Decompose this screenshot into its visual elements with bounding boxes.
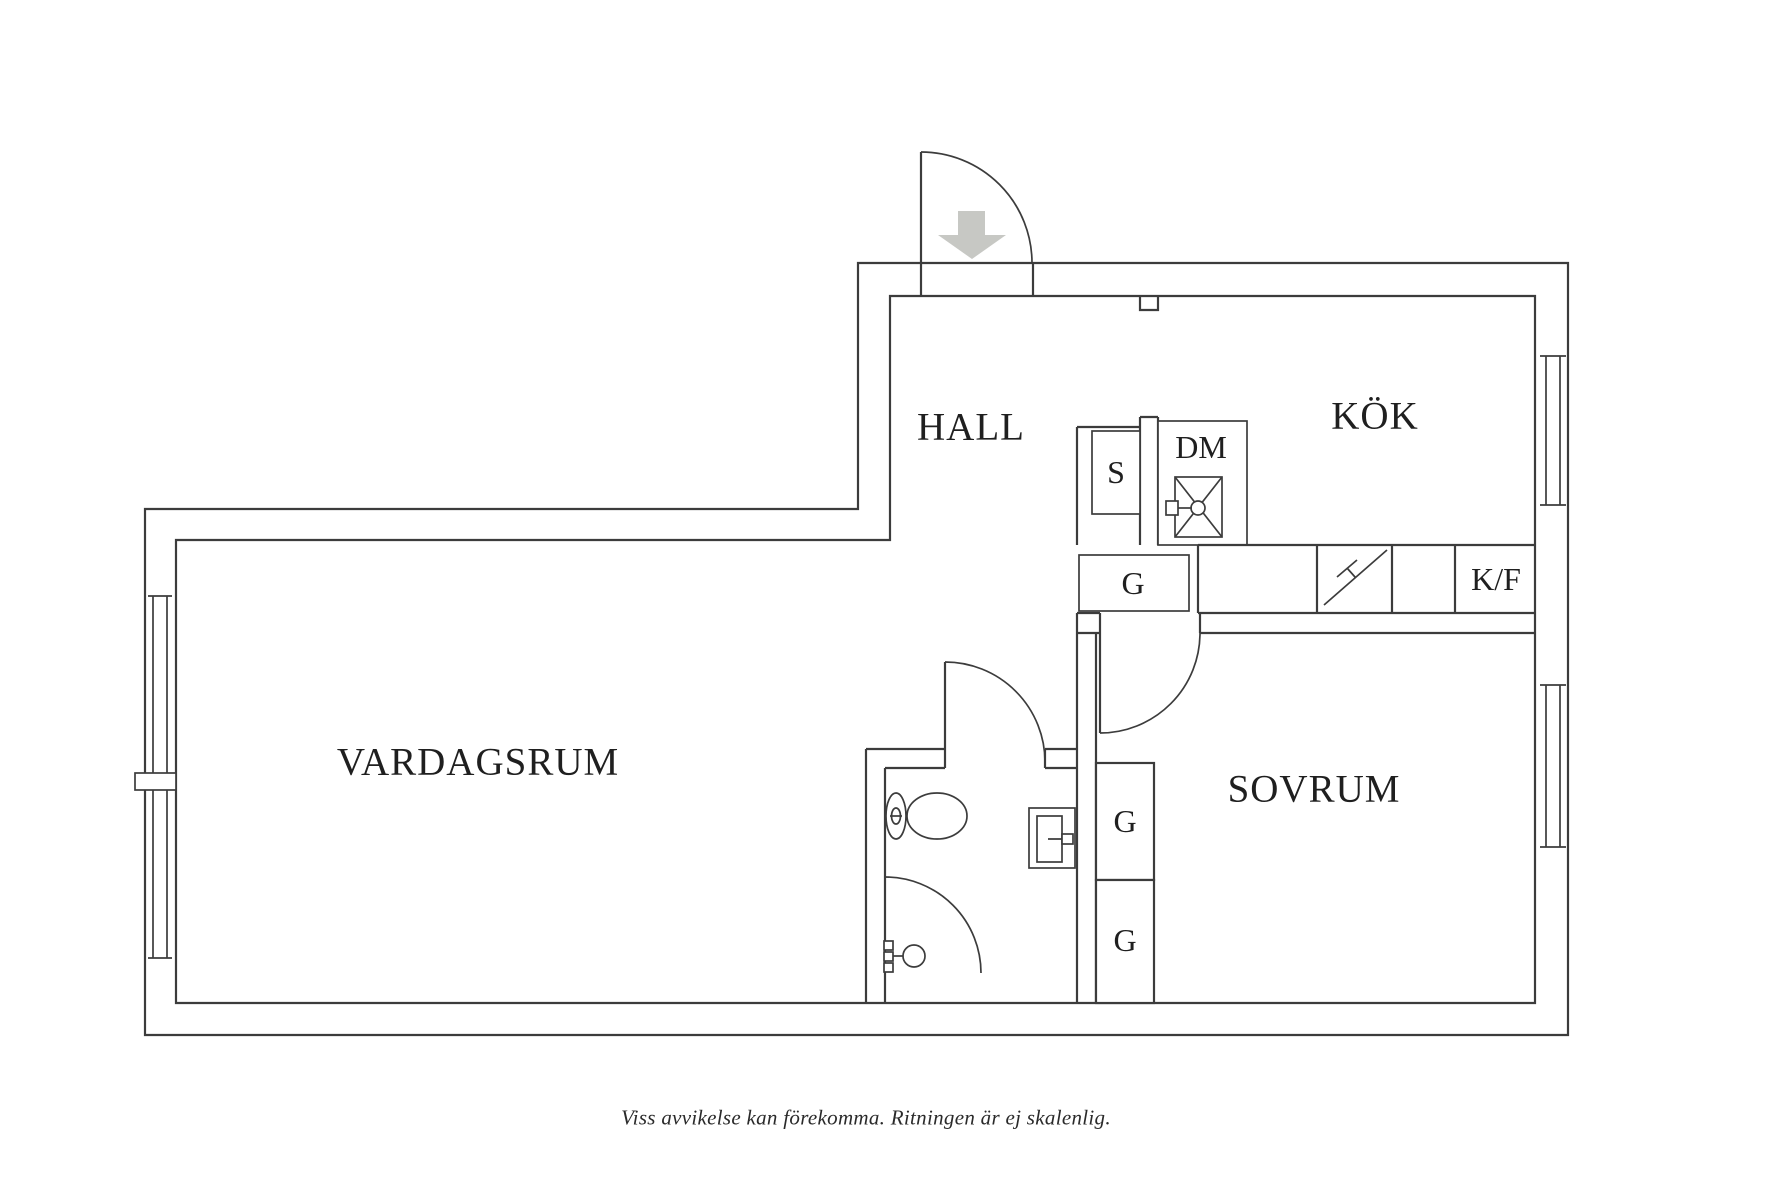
fixture-label-closet-s: S (1107, 454, 1125, 490)
living-room-windows (134, 595, 177, 959)
room-label-hall: HALL (917, 405, 1025, 449)
bathroom-door (943, 661, 1046, 768)
stove-icon (1323, 549, 1388, 606)
washbasin-icon (1028, 807, 1076, 869)
bedroom-door (1098, 632, 1201, 734)
fixture-label-wardrobe-bedroom-1: G (1113, 803, 1137, 839)
window-bedroom (1540, 684, 1566, 848)
shower-fixture-icon (883, 940, 926, 973)
bathroom-fixtures (883, 792, 1076, 974)
window-mullion (134, 772, 177, 791)
closet-s-box (1091, 430, 1141, 515)
fixture-label-wardrobe-bedroom-2: G (1113, 922, 1137, 958)
bedroom-north-wall (1077, 611, 1535, 635)
fixture-label-wardrobe-hall: G (1121, 565, 1145, 601)
room-label-living-room: VARDAGSRUM (336, 740, 620, 784)
fixture-label-fridge-freezer: K/F (1471, 561, 1521, 597)
scale-disclaimer: Viss avvikelse kan förekomma. Ritningen … (621, 1105, 1111, 1130)
wardrobe-bedroom-bottom-box (1094, 878, 1156, 1005)
bedroom-wardrobes (1094, 761, 1156, 1005)
window-living-room-2 (148, 790, 172, 959)
shower-arc (884, 876, 982, 974)
kitchen-counter (1075, 415, 1535, 615)
window-living-room-1 (148, 595, 172, 773)
wardrobe-bedroom-top-box (1094, 761, 1156, 882)
exterior-walls (143, 261, 1570, 1037)
wall-stub (1138, 296, 1160, 312)
sink-icon (1165, 476, 1223, 538)
entry-door (919, 151, 1035, 296)
toilet-icon (885, 792, 968, 840)
entry-arrow-icon (938, 211, 1006, 259)
right-wall-windows (1540, 355, 1566, 848)
room-label-bedroom: SOVRUM (1227, 767, 1401, 811)
wardrobe-hall-box (1078, 554, 1190, 612)
room-label-kitchen: KÖK (1331, 394, 1419, 438)
window-kitchen (1540, 355, 1566, 506)
fixture-label-dishwasher: DM (1175, 429, 1227, 465)
